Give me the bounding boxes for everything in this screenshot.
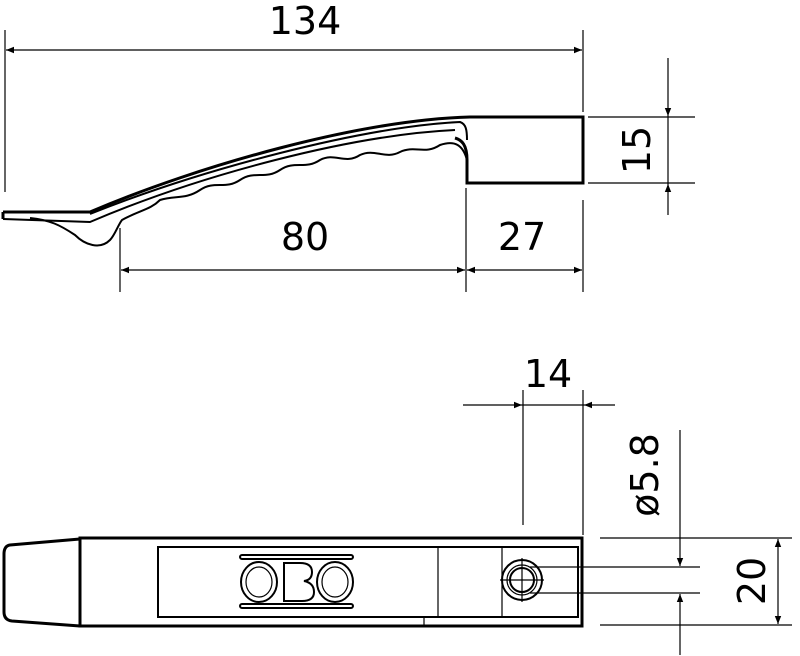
- dim-label-20: 20: [730, 557, 774, 605]
- dim-label-80: 80: [281, 215, 329, 259]
- dim-label-diameter: ø5.8: [623, 433, 667, 517]
- dimension-grip-head: 80 27: [119, 188, 584, 292]
- dim-label-134: 134: [269, 0, 342, 43]
- side-view-part: [1, 115, 585, 247]
- dim-label-15: 15: [615, 126, 659, 174]
- dim-label-14: 14: [524, 352, 572, 396]
- dimension-overall-length: 134: [4, 0, 584, 192]
- dimension-width: 20: [600, 537, 792, 626]
- dimension-height: 15: [588, 58, 695, 215]
- dim-label-27: 27: [498, 215, 546, 259]
- dimension-hole-offset: 14: [463, 352, 615, 535]
- top-view-part: [2, 536, 584, 628]
- dimension-hole-diameter: ø5.8: [530, 430, 700, 655]
- obo-logo: [239, 554, 354, 609]
